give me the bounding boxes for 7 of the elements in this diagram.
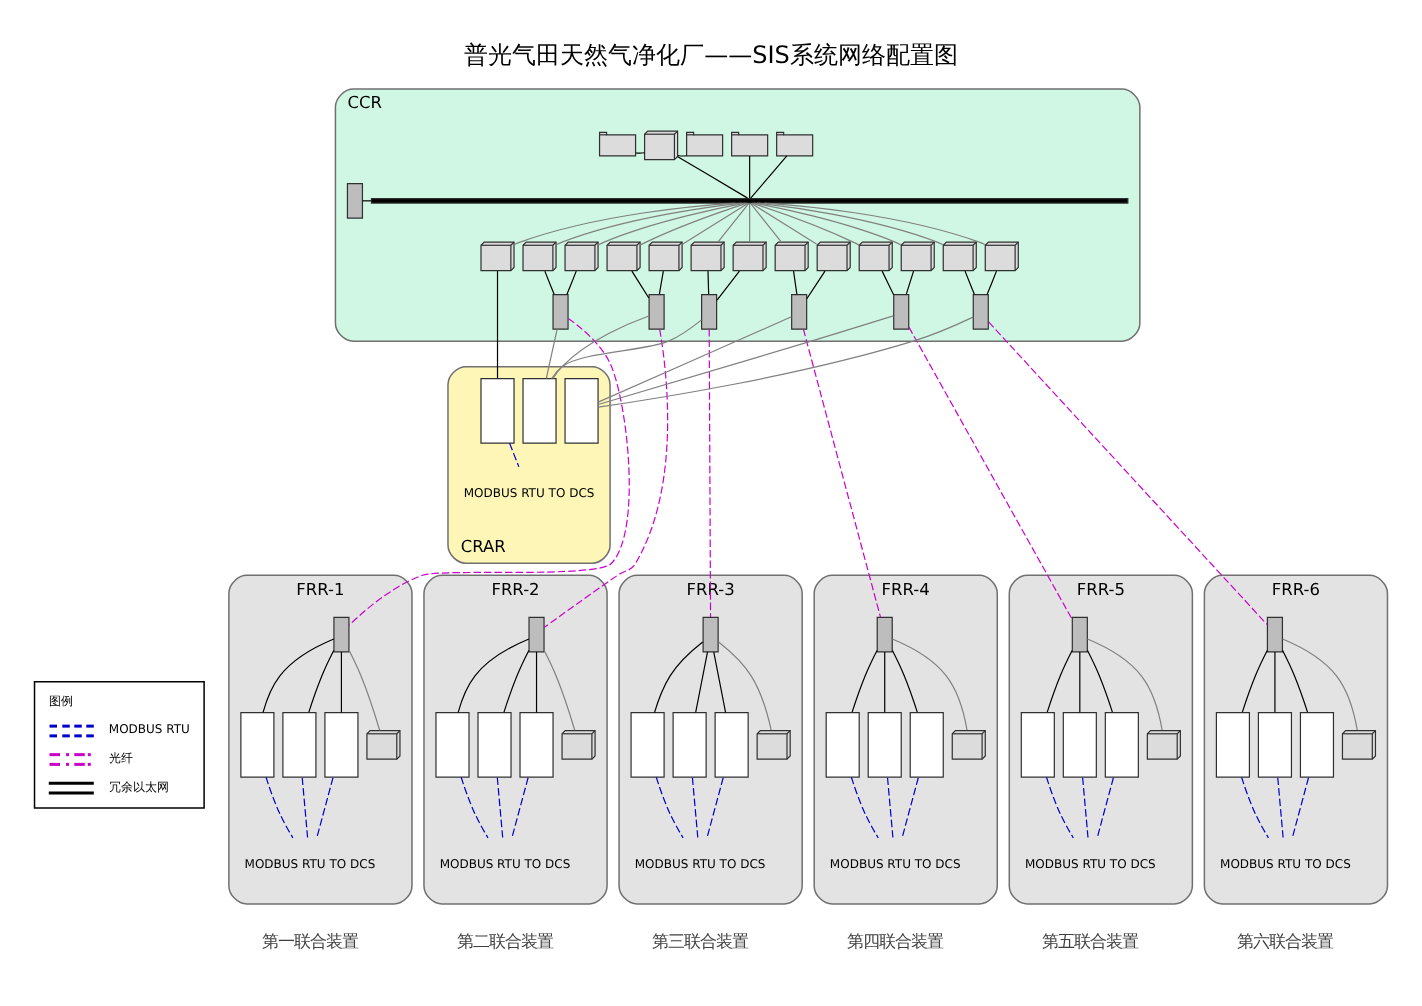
node-label: 第四联合装置 [847,930,944,951]
node-label: 第二联合装置 [457,930,554,951]
node-label: 第一联合装置 [261,930,358,951]
diagram-title: 普光气田天然气净化厂——SIS系统网络配置图 [464,40,958,69]
node-label: 第三联合装置 [652,930,749,951]
node-label: 第六联合装置 [1237,930,1334,951]
node-label: 第五联合装置 [1042,930,1139,951]
